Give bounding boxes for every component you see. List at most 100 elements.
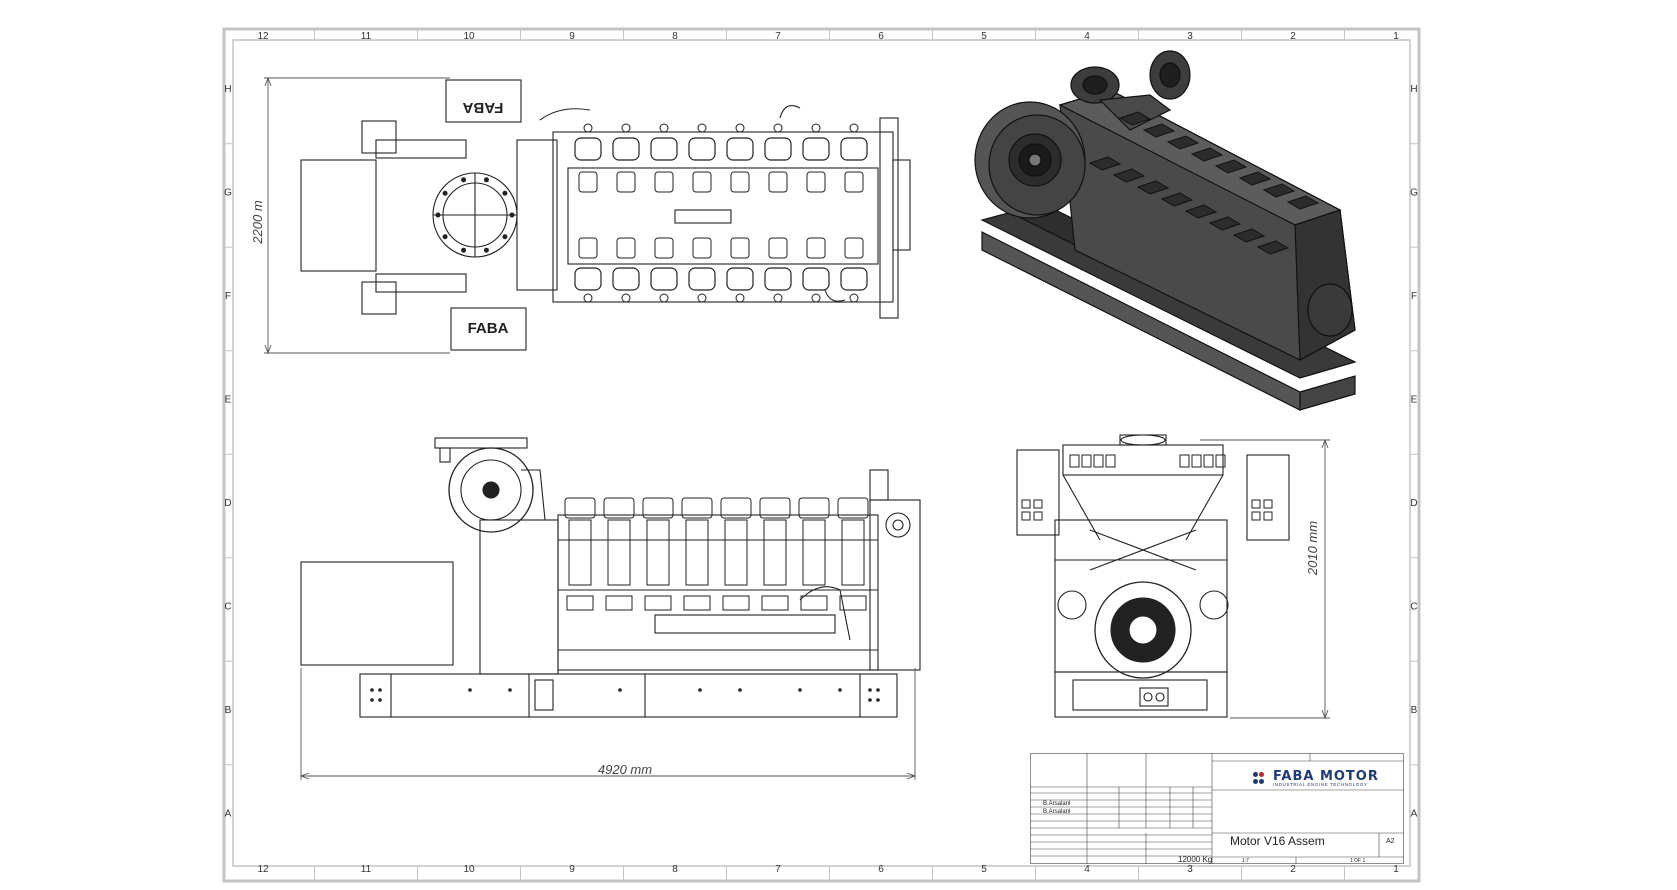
iso-cylinder-head: [1166, 135, 1200, 150]
zone-col-label: 6: [878, 864, 884, 875]
cylinder-head: [840, 137, 868, 161]
port: [849, 123, 859, 133]
filter-cell: [1021, 511, 1031, 521]
zone-col-label: 4: [1084, 864, 1090, 875]
cylinder-top: [642, 497, 674, 519]
iso-cylinder-head: [1136, 180, 1170, 195]
logo-dots-icon: [1253, 772, 1271, 786]
zone-row-label: F: [225, 291, 231, 302]
base-hole: [370, 688, 374, 692]
zone-col-label: 12: [257, 31, 269, 42]
base-hole: [868, 698, 872, 702]
isometric-cylinder-heads: [1088, 111, 1320, 255]
title-block-grid: [1030, 753, 1404, 864]
base-hole: [618, 688, 622, 692]
rocker-cover: [806, 171, 826, 193]
zone-row-label: H: [224, 84, 231, 95]
flange-bolt: [435, 212, 441, 218]
cylinder-head: [840, 267, 868, 291]
zone-col-label: 11: [361, 31, 372, 42]
iso-cylinder-head: [1088, 156, 1122, 171]
zone-row-label: A: [225, 809, 232, 820]
top-view-ports: [583, 123, 859, 303]
cylinder-cover-right: [1203, 454, 1214, 468]
iso-cylinder-head: [1118, 111, 1152, 126]
port: [583, 293, 593, 303]
cylinder-body: [724, 519, 748, 586]
top-view-cylinders-upper: [574, 137, 868, 193]
zone-col-label: 3: [1187, 864, 1193, 875]
dimension-label-2010: 2010 mm: [1305, 521, 1320, 576]
rocker-cover: [730, 237, 750, 259]
zone-row-label: A: [1411, 809, 1418, 820]
cylinder-body: [763, 519, 787, 586]
cylinder-head: [764, 137, 792, 161]
zone-col-label: 5: [981, 31, 987, 42]
cylinder-head: [650, 267, 678, 291]
injector-block: [722, 595, 750, 611]
flange-bolt: [483, 177, 489, 183]
cylinder-head: [764, 267, 792, 291]
dimension-2200: [264, 76, 450, 355]
iso-cylinder-head: [1262, 183, 1296, 198]
filter-cell: [1033, 499, 1043, 509]
cylinder-top: [681, 497, 713, 519]
base-hole: [868, 688, 872, 692]
cylinder-body: [685, 519, 709, 586]
zone-col-label: 11: [361, 864, 372, 875]
rocker-cover: [844, 237, 864, 259]
rocker-cover: [730, 171, 750, 193]
zone-row-label: B: [1411, 705, 1418, 716]
zone-col-label: 8: [672, 31, 678, 42]
port: [583, 123, 593, 133]
zone-col-label: 1: [1393, 31, 1399, 42]
zone-col-label: 12: [257, 864, 269, 875]
injector-block: [644, 595, 672, 611]
flange-bolt: [509, 212, 515, 218]
zone-row-label: D: [224, 498, 231, 509]
cylinder-body: [568, 519, 592, 586]
cylinder-head: [574, 267, 602, 291]
base-hole: [468, 688, 472, 692]
base-hole: [838, 688, 842, 692]
iso-cylinder-head: [1232, 228, 1266, 243]
iso-cylinder-head: [1142, 123, 1176, 138]
zone-row-label: E: [225, 395, 232, 406]
iso-cylinder-head: [1256, 240, 1290, 255]
cylinder-top: [837, 497, 869, 519]
port: [697, 293, 707, 303]
dimension-label-2200: 2200 m: [250, 200, 265, 245]
filter-cell: [1251, 511, 1261, 521]
iso-cylinder-head: [1238, 171, 1272, 186]
front-view-cylinder-banks: [564, 497, 869, 611]
flange-bolt: [502, 190, 508, 196]
zone-row-label: G: [224, 188, 232, 199]
iso-cylinder-head: [1286, 195, 1320, 210]
cylinder-top: [720, 497, 752, 519]
zone-row-label: B: [225, 705, 232, 716]
cylinder-body: [607, 519, 631, 586]
top-badges: FABA FABA: [462, 99, 508, 337]
injector-block: [683, 595, 711, 611]
iso-cylinder-head: [1208, 216, 1242, 231]
port: [735, 293, 745, 303]
cylinder-head: [574, 137, 602, 161]
dimension-label-4920: 4920 mm: [598, 762, 652, 777]
weight-value: 12000 Kg: [1178, 855, 1213, 864]
cylinder-body: [802, 519, 826, 586]
zone-row-label: E: [1411, 395, 1418, 406]
filter-cell: [1021, 499, 1031, 509]
rocker-cover: [654, 237, 674, 259]
zone-row-label: C: [1410, 602, 1417, 613]
zone-col-label: 3: [1187, 31, 1193, 42]
sheet-number: 1 OF 1: [1350, 858, 1366, 864]
rocker-cover: [768, 171, 788, 193]
zone-col-label: 9: [569, 31, 575, 42]
filter-cell: [1263, 499, 1273, 509]
cylinder-body: [841, 519, 865, 586]
zone-col-label: 5: [981, 864, 987, 875]
zone-row-label: F: [1411, 291, 1417, 302]
zone-col-label: 8: [672, 864, 678, 875]
cylinder-head: [802, 267, 830, 291]
